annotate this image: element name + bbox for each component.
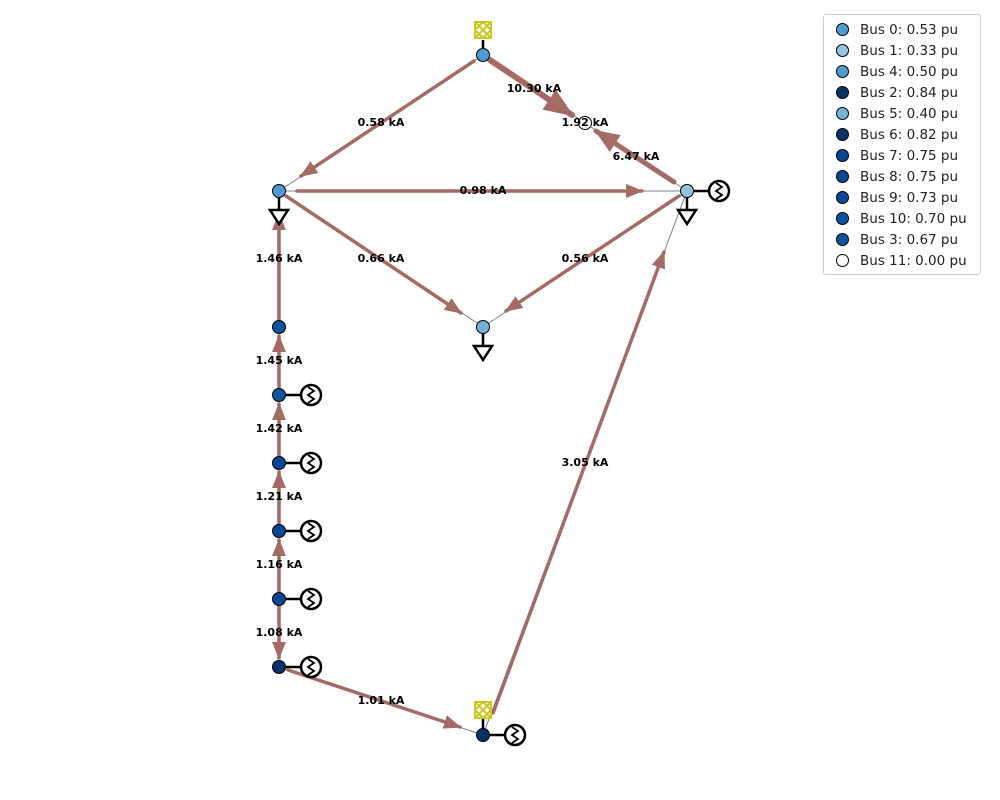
flow-arrow (491, 250, 666, 715)
external-grid-icon (474, 21, 492, 39)
legend-item: Bus 3: 0.67 pu (824, 229, 980, 250)
load-icon (471, 344, 495, 363)
legend-item: Bus 11: 0.00 pu (824, 250, 980, 271)
bus-node (578, 116, 592, 130)
legend-label: Bus 3: 0.67 pu (860, 231, 959, 248)
load-icon (675, 208, 699, 227)
external-grid-icon (474, 701, 492, 719)
flow-label: 6.47 kA (613, 150, 660, 163)
bus-node (680, 184, 694, 198)
bus-node (476, 320, 490, 334)
bus-node (272, 320, 286, 334)
bus-node (272, 660, 286, 674)
legend-swatch (836, 65, 849, 78)
generator-icon (299, 655, 323, 679)
flow-label: 0.66 kA (358, 252, 405, 265)
bus-node (272, 456, 286, 470)
legend-item: Bus 8: 0.75 pu (824, 166, 980, 187)
legend-label: Bus 8: 0.75 pu (860, 168, 959, 185)
legend-label: Bus 5: 0.40 pu (860, 105, 959, 122)
flow-arrow (286, 668, 462, 729)
flow-label: 0.56 kA (562, 252, 609, 265)
legend-swatch (836, 254, 849, 267)
legend-swatch (836, 233, 849, 246)
legend-swatch (836, 107, 849, 120)
flow-label: 1.21 kA (256, 490, 303, 503)
bus-node (272, 184, 286, 198)
flow-label: 0.58 kA (358, 116, 405, 129)
flow-label: 1.45 kA (256, 354, 303, 367)
legend-swatch (836, 128, 849, 141)
legend-item: Bus 7: 0.75 pu (824, 145, 980, 166)
legend-label: Bus 11: 0.00 pu (860, 252, 967, 269)
flow-label: 0.98 kA (460, 184, 507, 197)
legend-label: Bus 2: 0.84 pu (860, 84, 959, 101)
legend-item: Bus 4: 0.50 pu (824, 61, 980, 82)
bus-node (476, 728, 490, 742)
legend: Bus 0: 0.53 pu Bus 1: 0.33 pu Bus 4: 0.5… (823, 14, 981, 275)
bus-node (272, 592, 286, 606)
legend-label: Bus 6: 0.82 pu (860, 126, 959, 143)
flow-label: 1.08 kA (256, 626, 303, 639)
legend-label: Bus 1: 0.33 pu (860, 42, 959, 59)
flow-label: 3.05 kA (562, 456, 609, 469)
flow-arrow (487, 57, 575, 118)
flow-arrow (504, 194, 681, 313)
legend-label: Bus 0: 0.53 pu (860, 21, 959, 38)
legend-label: Bus 4: 0.50 pu (860, 63, 959, 80)
generator-icon (299, 587, 323, 611)
generator-icon (503, 723, 527, 747)
generator-icon (299, 519, 323, 543)
generator-icon (299, 451, 323, 475)
flow-label: 1.46 kA (256, 252, 303, 265)
legend-item: Bus 0: 0.53 pu (824, 19, 980, 40)
legend-swatch (836, 44, 849, 57)
bus-node (272, 524, 286, 538)
generator-icon (299, 383, 323, 407)
legend-item: Bus 6: 0.82 pu (824, 124, 980, 145)
generator-icon (707, 179, 731, 203)
flow-label: 1.92 kA (562, 116, 609, 129)
legend-label: Bus 7: 0.75 pu (860, 147, 959, 164)
flow-arrow (299, 59, 476, 178)
flow-label: 10.30 kA (507, 82, 562, 95)
legend-swatch (836, 212, 849, 225)
legend-item: Bus 2: 0.84 pu (824, 82, 980, 103)
legend-label: Bus 9: 0.73 pu (860, 189, 959, 206)
flow-arrow (593, 128, 677, 185)
legend-swatch (836, 23, 849, 36)
load-icon (267, 208, 291, 227)
bus-node (272, 388, 286, 402)
legend-label: Bus 10: 0.70 pu (860, 210, 967, 227)
flow-label: 1.01 kA (358, 694, 405, 707)
flow-label: 1.16 kA (256, 558, 303, 571)
legend-item: Bus 1: 0.33 pu (824, 40, 980, 61)
flow-label: 1.42 kA (256, 422, 303, 435)
legend-swatch (836, 170, 849, 183)
bus-node (476, 48, 490, 62)
legend-swatch (836, 191, 849, 204)
legend-item: Bus 9: 0.73 pu (824, 187, 980, 208)
flow-arrow (284, 194, 463, 315)
legend-swatch (836, 86, 849, 99)
legend-item: Bus 10: 0.70 pu (824, 208, 980, 229)
legend-swatch (836, 149, 849, 162)
legend-item: Bus 5: 0.40 pu (824, 103, 980, 124)
